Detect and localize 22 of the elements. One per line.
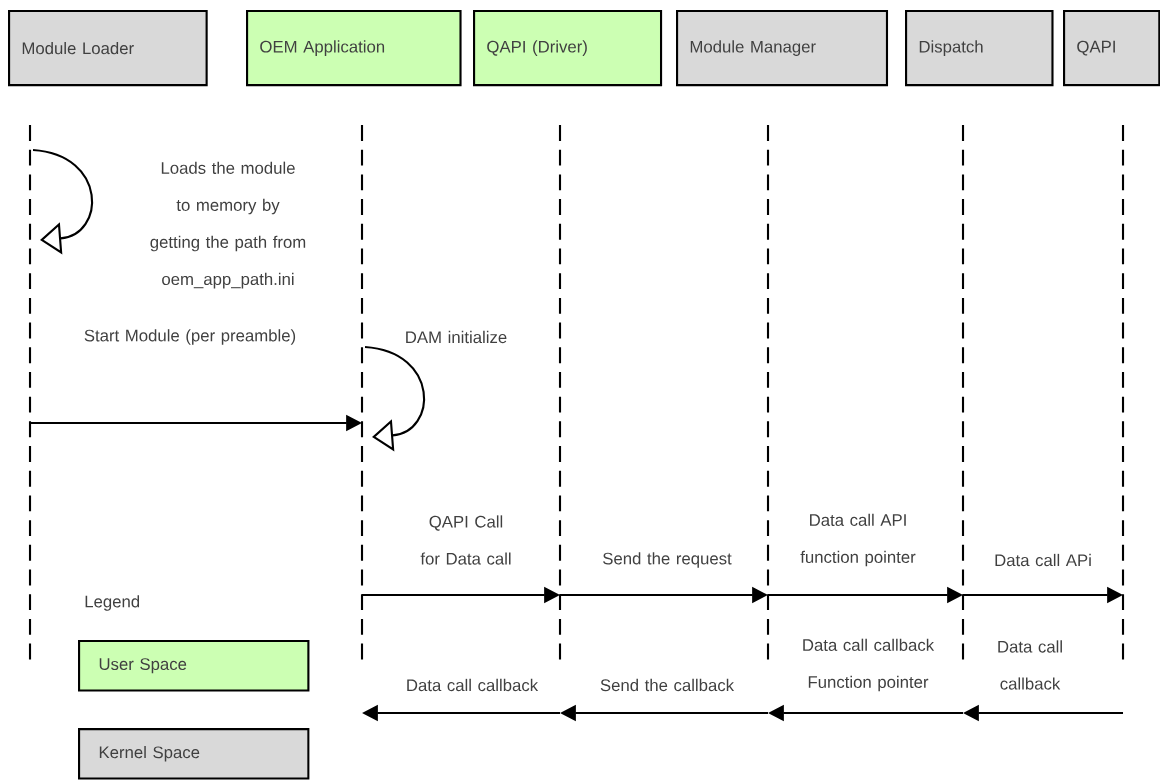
edge-label: DAM initialize [406, 330, 507, 344]
edge-label: Data call callback Function pointer [803, 638, 935, 692]
lifeline-box: OEM Application [246, 10, 462, 87]
edge-label: Data call API function pointer [800, 513, 916, 567]
legend-title: Legend [85, 595, 140, 611]
edge-label: QAPI Call for Data call [420, 515, 511, 565]
edge-label: Data call APi [995, 553, 1091, 567]
lifeline-box: Module Manager [676, 10, 889, 87]
edge-label: Data call callback [407, 678, 539, 692]
legend-item: User Space [78, 640, 310, 692]
edge-label: Send the callback [600, 678, 735, 692]
lifeline-box: QAPI [1063, 10, 1160, 87]
edge-label: Data call callback [998, 640, 1062, 690]
legend-item: Kernel Space [78, 728, 310, 780]
lifeline-box: Module Loader [8, 10, 208, 87]
edge-label: Loads the module to memory by getting the path from oem_app_path.ini [150, 161, 306, 289]
lifeline-box: Dispatch [905, 10, 1054, 87]
loop-arrow [364, 345, 425, 452]
lifeline-box: QAPI (Driver) [473, 10, 663, 87]
edge-label: Send the request [603, 552, 732, 568]
loop-arrow [32, 148, 93, 255]
edge-label: Start Module (per preamble) [84, 329, 296, 345]
